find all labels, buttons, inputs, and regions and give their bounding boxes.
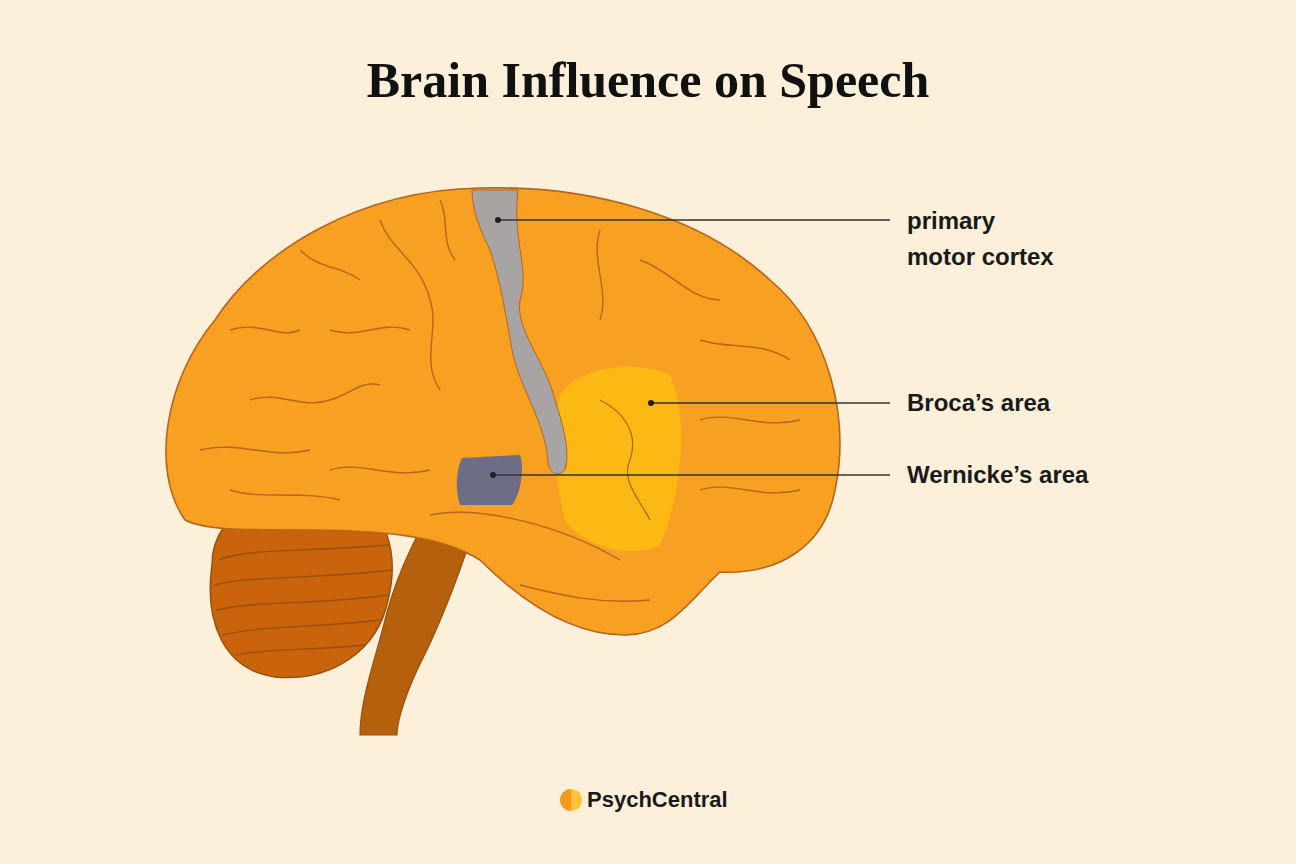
leader-line (651, 402, 890, 404)
region-label: Wernicke’s area (907, 457, 1088, 493)
cerebrum (166, 188, 840, 635)
broca-region (555, 367, 681, 551)
logo-half (571, 789, 582, 811)
leader-lines (493, 220, 890, 475)
logo-icon (560, 789, 582, 811)
title: Brain Influence on Speech (0, 48, 1296, 112)
leader-dot (648, 400, 654, 406)
leader-dot (490, 472, 496, 478)
logo-text: PsychCentral (587, 785, 728, 815)
logo-half (560, 789, 571, 811)
leader-line (493, 474, 890, 476)
leader-line (498, 219, 890, 221)
leader-dots (490, 217, 654, 478)
leader-dot (495, 217, 501, 223)
cerebellum-folia (214, 512, 392, 655)
wernicke-region (457, 455, 522, 505)
region-label: Broca’s area (907, 385, 1050, 421)
broca-fold (600, 400, 650, 520)
region-label: primary motor cortex (907, 203, 1062, 275)
motor-cortex-region (472, 190, 567, 474)
